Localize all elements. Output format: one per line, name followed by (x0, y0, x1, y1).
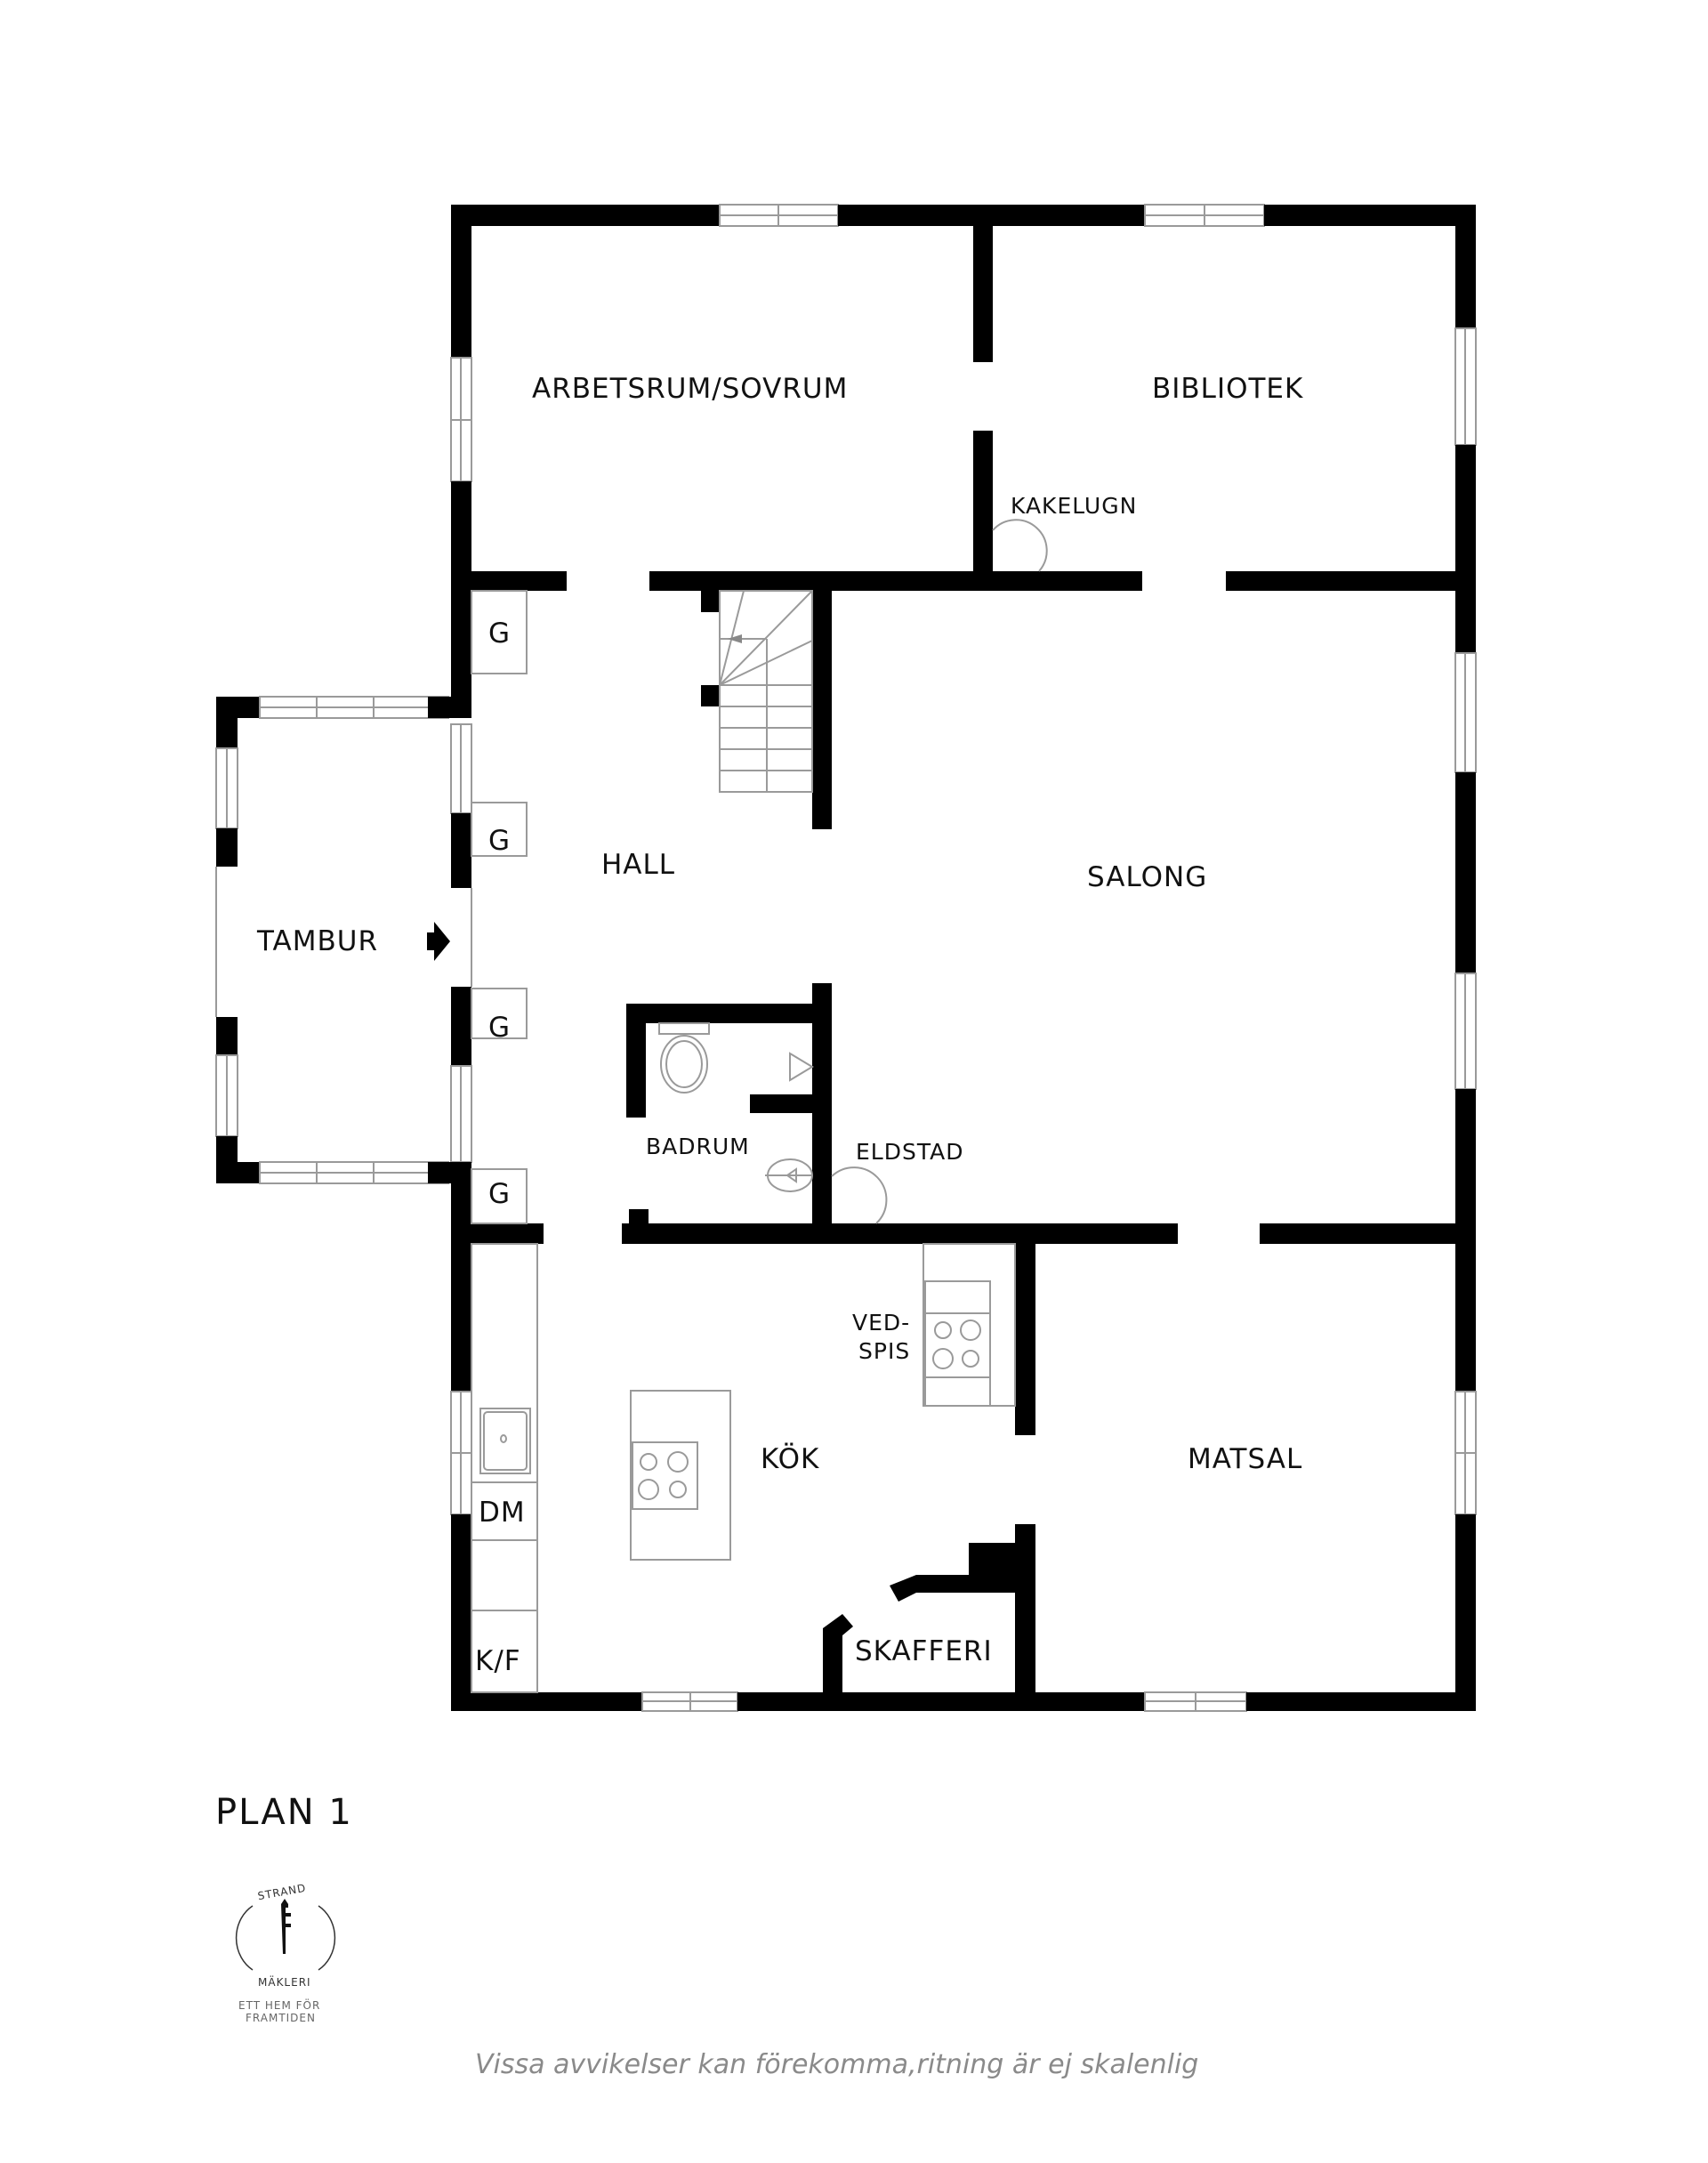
garderob-label: G (488, 1178, 511, 1210)
stair-arrow-icon (728, 634, 742, 643)
shower-icon (789, 1052, 814, 1082)
room-label-salong: SALONG (1087, 861, 1207, 893)
staircase (719, 590, 813, 793)
sink-icon (765, 1158, 813, 1192)
fixture-label-kakelugn: KAKELUGN (1011, 493, 1137, 519)
interior-walls (471, 226, 1455, 1692)
fridge-freezer-label: K/F (475, 1645, 521, 1677)
outer-walls (450, 204, 1477, 1712)
strand-makleri-logo: STRAND MÄKLERI ETT HEM FÖR FRAMTIDEN (235, 1882, 336, 2024)
room-label-badrum: BADRUM (646, 1134, 750, 1159)
lighthouse-icon (281, 1899, 291, 1954)
tambur-walls (215, 696, 471, 1184)
room-label-skafferi: SKAFFERI (855, 1635, 993, 1667)
fixture-label-vedspis-1: VED- (852, 1310, 910, 1336)
room-label-tambur: TAMBUR (256, 925, 378, 957)
logo-bottom-text: MÄKLERI (258, 1975, 311, 1989)
fixture-label-eldstad: ELDSTAD (856, 1139, 964, 1165)
disclaimer-text: Vissa avvikelser kan förekomma,ritning ä… (475, 2049, 1198, 2080)
logo-tagline-2: FRAMTIDEN (246, 2012, 316, 2024)
plan-title: PLAN 1 (215, 1792, 353, 1833)
eldstad-icon (831, 1166, 888, 1224)
logo-top-text: STRAND (257, 1882, 308, 1902)
kitchen-island (630, 1390, 731, 1561)
room-label-matsal: MATSAL (1188, 1443, 1302, 1475)
vedspis-stove (922, 1243, 1016, 1407)
garderob-label: G (488, 825, 511, 857)
kitchen-counter (471, 1243, 538, 1693)
room-label-arbetsrum: ARBETSRUM/SOVRUM (532, 373, 848, 405)
garderob-fixtures (471, 590, 528, 1224)
toilet-icon (658, 1022, 710, 1094)
room-label-hall: HALL (601, 849, 675, 881)
room-label-bibliotek: BIBLIOTEK (1152, 373, 1303, 405)
kakelugn-icon (992, 519, 1048, 572)
fixture-label-vedspis-2: SPIS (858, 1338, 910, 1364)
garderob-label: G (488, 617, 511, 650)
dishwasher-label: DM (479, 1497, 526, 1529)
logo-tagline-1: ETT HEM FÖR (238, 1998, 320, 2012)
entrance-arrow-icon (427, 922, 450, 961)
room-label-kok: KÖK (761, 1442, 819, 1475)
garderob-label: G (488, 1012, 511, 1044)
